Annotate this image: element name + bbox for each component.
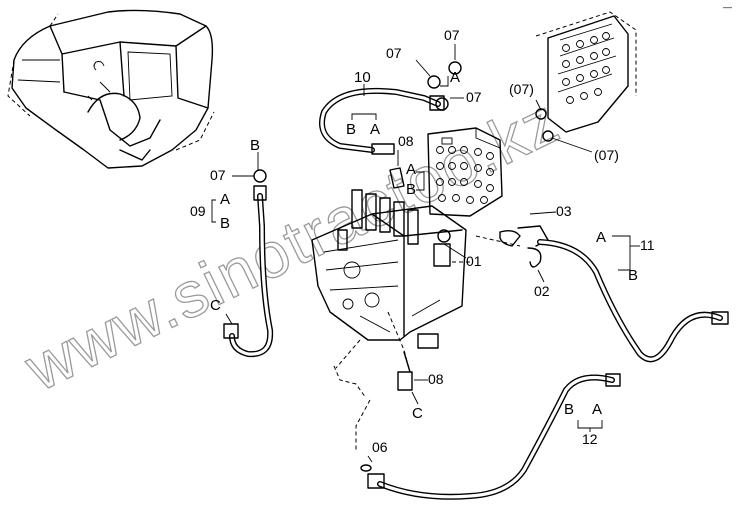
label-03: 03 <box>556 203 572 219</box>
inset-valve-block: (07) (07) <box>509 11 637 163</box>
elbow-08-bottom: 08 C <box>397 351 444 422</box>
label-08-B: B <box>406 181 416 198</box>
label-08-bottom: 08 <box>428 371 444 387</box>
label-07-top-A: A <box>450 69 460 86</box>
hose-12: B A 12 <box>367 373 621 500</box>
label-08-A: A <box>406 161 416 178</box>
label-10-A: A <box>370 121 380 138</box>
elbow-08-top: 08 A B <box>389 133 425 198</box>
label-07-left: 07 <box>210 167 226 183</box>
label-09-B: B <box>220 215 230 232</box>
label-02: 02 <box>534 283 550 299</box>
label-12-A: A <box>592 401 602 418</box>
hose-10: 10 B A <box>319 69 445 155</box>
fittings-01-02-03: 01 03 02 <box>437 203 572 299</box>
label-10-B: B <box>346 121 356 138</box>
inset-fitting-07-bottom <box>542 130 554 142</box>
label-11-B: B <box>628 267 638 284</box>
inset-port-grid <box>562 32 610 104</box>
main-control-valve <box>311 189 467 349</box>
watermark: www.sinotractoo.kz <box>13 83 571 405</box>
hose-11: 11 A B <box>537 229 729 363</box>
watermark-text: www.sinotractoo.kz <box>14 84 571 405</box>
label-C-bottom: C <box>412 405 423 422</box>
label-07-top-left: 07 <box>386 45 402 61</box>
dashed-pipe-routing <box>333 235 521 450</box>
o-ring-06: 06 <box>360 439 388 472</box>
fitting-07-left <box>253 169 267 183</box>
label-07-top: 07 <box>444 27 460 43</box>
label-06: 06 <box>372 439 388 455</box>
label-09: 09 <box>190 203 206 219</box>
pilot-port-grid <box>436 146 494 204</box>
label-09-A: A <box>220 191 230 208</box>
label-C-left: C <box>210 297 221 314</box>
fittings-07-top: 07 07 A 07 <box>386 27 482 111</box>
label-01: 01 <box>466 253 482 269</box>
label-07-left-B: B <box>250 137 260 154</box>
label-12-B: B <box>564 401 574 418</box>
hose-09: B 07 09 A B C <box>190 137 274 358</box>
pilot-valve-block <box>427 127 503 217</box>
label-12: 12 <box>582 431 598 447</box>
label-07-top-right: 07 <box>466 89 482 105</box>
corner-mark: — <box>723 2 732 12</box>
label-11: 11 <box>640 237 655 253</box>
label-08-top: 08 <box>398 133 414 149</box>
label-11-A: A <box>596 229 606 246</box>
label-inset-07-left: (07) <box>509 81 534 97</box>
excavator-cab-illustration <box>7 9 215 169</box>
label-inset-07-bottom: (07) <box>594 147 619 163</box>
valve-spools <box>337 189 419 251</box>
label-10: 10 <box>354 69 371 86</box>
